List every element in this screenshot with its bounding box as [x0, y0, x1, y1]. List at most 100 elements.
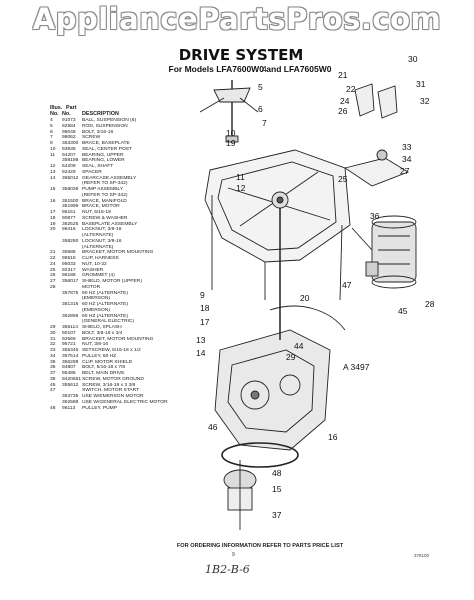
callout-24: 24	[340, 96, 350, 106]
cell-part-no: 358036	[62, 187, 79, 192]
cell-part-no: 362896	[62, 313, 79, 319]
cell-illus-no: 7	[50, 135, 53, 141]
cell-illus-no: 17	[50, 210, 56, 215]
cell-illus-no: 4	[50, 118, 53, 123]
cell-description: ROD, SUSPENSION	[82, 123, 128, 129]
cell-description: SEAL, CENTER POST	[82, 146, 133, 152]
corner-code: 376100	[414, 553, 430, 558]
cell-description: BOLT, 5/16-18 x 7/8	[82, 365, 126, 371]
leader-line	[351, 227, 373, 251]
cell-description: SETSCREW, 5/16-18 x 1/2	[82, 348, 141, 353]
handwritten-note: 1B2-B-6	[205, 563, 250, 576]
diagram-code: A 3497	[343, 362, 370, 372]
upper-motor-shield	[343, 157, 410, 187]
cell-illus-no: 35	[50, 359, 56, 365]
cell-illus-no: 20	[50, 227, 56, 233]
cell-part-no: 98062	[62, 135, 76, 141]
cell-description: LOCKNUT, 3/8-16	[82, 238, 122, 244]
callout-45: 45	[398, 306, 408, 316]
cell-part-no: 358260	[62, 238, 79, 244]
callout-15: 15	[272, 484, 282, 494]
cell-part-no: 91073	[62, 118, 76, 123]
cell-illus-no: 47	[50, 388, 56, 394]
cell-illus-no: 24	[50, 261, 56, 267]
cell-description: (REFER TO SP-342)	[82, 181, 128, 187]
cell-part-no: 362588	[62, 399, 79, 405]
header-part-no: No.	[62, 111, 71, 117]
cell-description: NUT, 10-32	[82, 261, 107, 267]
cell-part-no: 362525	[62, 221, 79, 227]
cell-description: BASEPLATE ASSEMBLY	[82, 221, 138, 227]
callout-37: 37	[272, 510, 282, 520]
cell-part-no: 96151	[62, 210, 76, 215]
callout-47: 47	[342, 280, 352, 290]
cell-description: CLIP, HARNESS	[82, 256, 119, 261]
table-row: (ALTERNATE)	[50, 245, 200, 251]
cell-description: BRACE, MOTOR	[82, 204, 120, 210]
splash-shield	[269, 305, 346, 331]
cell-illus-no: 29	[50, 325, 56, 330]
cell-illus-no: 22	[50, 256, 56, 261]
cell-description: (REFER TO SP-342)	[82, 192, 128, 198]
cell-description: GROMMET (4)	[82, 273, 115, 279]
cell-part-no: 357514	[62, 353, 79, 359]
cell-illus-no: 16	[50, 198, 56, 204]
cell-description: BALL, SUSPENSION (6)	[82, 118, 137, 123]
cell-description: SPACER	[82, 169, 102, 175]
motor-endcap	[371, 215, 417, 229]
cell-illus-no: 6	[50, 129, 53, 135]
cell-part-no: 356114	[62, 325, 78, 330]
cell-description: (ALTERNATE)	[82, 233, 114, 238]
callout-5: 5	[258, 82, 263, 92]
cell-illus-no: 18	[50, 215, 56, 221]
cell-illus-no: 10	[50, 146, 56, 152]
motor-bracket	[377, 85, 398, 119]
cell-part-no: 95033	[62, 261, 76, 267]
table-row: (REFER TO SP-342)	[50, 181, 200, 187]
cell-illus-no: 33	[50, 348, 56, 353]
cell-description: (ALTERNATE)	[82, 244, 114, 250]
cell-illus-no: 19	[50, 221, 56, 227]
cell-part-no: 356017	[62, 279, 79, 284]
cell-illus-no: 21	[50, 250, 56, 256]
motor-body	[371, 221, 417, 283]
cell-description: CLIP, MOTOR SHIELD	[82, 359, 133, 365]
callout-11: 11	[236, 172, 245, 182]
cell-illus-no: 15	[50, 187, 56, 192]
cell-illus-no: 45	[50, 382, 56, 388]
callout-32: 32	[420, 96, 430, 106]
callout-34: 34	[402, 154, 412, 164]
cell-description: BRACE, MANIFOLD	[82, 198, 127, 204]
cell-part-no: 94807	[62, 365, 76, 371]
suspension-ball-housing	[213, 87, 251, 103]
cell-part-no: 90107	[62, 330, 76, 336]
table-row: (EMERSON)	[50, 308, 200, 314]
gear	[240, 380, 270, 410]
cell-part-no: 365012	[62, 175, 79, 181]
callout-30: 30	[408, 54, 418, 64]
page-title: DRIVE SYSTEM	[178, 46, 304, 64]
callout-13: 13	[196, 335, 206, 345]
table-row: (REFER TO SP-342)	[50, 193, 200, 199]
cell-description: PULLEY, 60 HZ	[82, 353, 117, 359]
cell-part-no: 98048	[62, 129, 76, 135]
table-header-row-1: Illus. Part	[50, 105, 200, 111]
cell-description: PUMP ASSEMBLY	[82, 187, 124, 192]
drive-belt	[221, 442, 299, 468]
cell-illus-no: 9	[50, 141, 53, 146]
center-post-cap	[276, 196, 284, 204]
